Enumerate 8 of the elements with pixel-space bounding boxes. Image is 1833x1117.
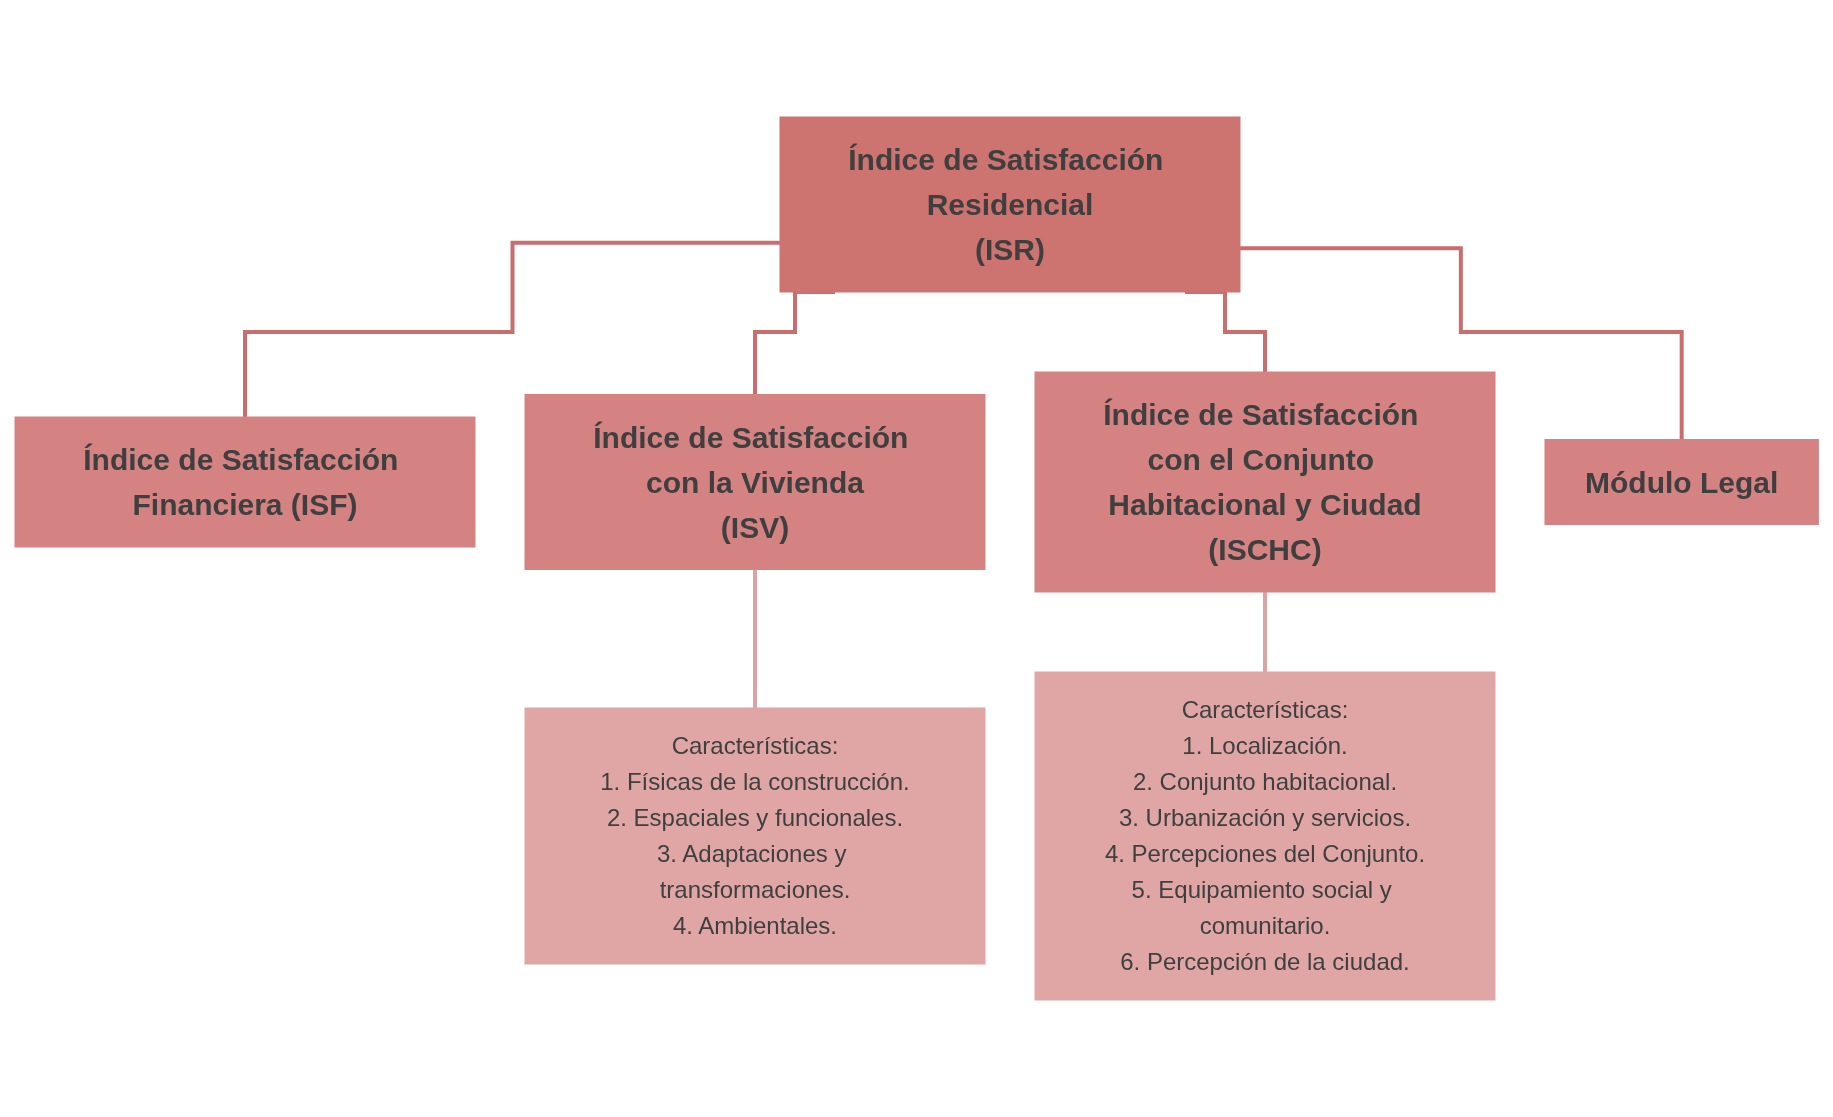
connector	[242, 240, 780, 419]
node-box: Índice de Satisfacción Residencial (ISR)	[779, 116, 1241, 293]
node-box: Módulo Legal	[1544, 439, 1819, 525]
node-box: Índice de Satisfacción con la Vivienda (ISV)	[524, 394, 986, 570]
node-box: Índice de Satisfacción con el Conjunto Habitacional y Ciudad (ISCHC)	[1034, 371, 1496, 593]
node-box: Características: 1. Físicas de la construcción. 2. Espaciales y funcionales. 3. Adaptaciones y transformaciones. 4. Ambientales.	[524, 707, 986, 965]
node-box: Características: 1. Localización. 2. Conjunto habitacional. 3. Urbanización y servicios. 4. Percepciones del Conjunto. 5. Equipamiento social y comunitario. 6. Percepción de la ciudad.	[1034, 671, 1496, 1001]
node-box: Índice de Satisfacción Financiera (ISF)	[14, 416, 476, 548]
